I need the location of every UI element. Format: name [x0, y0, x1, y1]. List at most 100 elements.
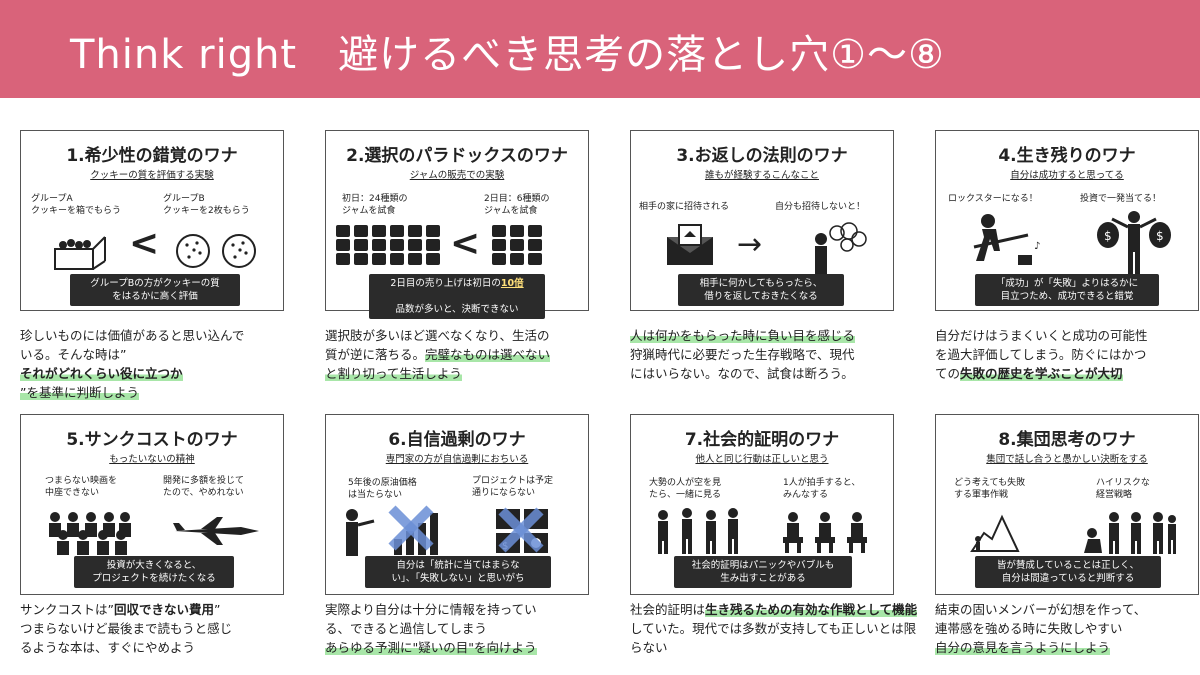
body-segment: が支持しても正しいとは限らない	[630, 621, 917, 655]
cross-mark-icon	[498, 507, 544, 553]
cookie-icon	[222, 234, 256, 268]
label-right: プロジェクトは予定 通りにならない	[472, 476, 554, 498]
body-segment: あらゆる予測に"疑いの目"を向けよう	[325, 640, 537, 655]
body-segment: ”	[214, 602, 221, 617]
body-segment: に立つか	[132, 366, 183, 381]
card-title: 2.選択のパラドックスのワナ	[346, 146, 568, 166]
card-body: 選択肢が多いほど選べなくなり、生活の質が逆に落ちる。完璧なものは選べないと割り切…	[325, 326, 615, 383]
card-caption: 投資が大きくなると、プロジェクトを続けたくなる	[74, 556, 234, 588]
body-segment: つまらないけど最後まで読もうと感じ	[20, 621, 233, 636]
label-left: グループA クッキーを箱でもらう	[31, 194, 122, 216]
card-title: 4.生き残りのワナ	[998, 146, 1136, 166]
sleeping-audience-icon	[49, 512, 131, 555]
cross-mark-icon	[388, 505, 434, 551]
jam-jars-icon	[492, 225, 542, 265]
guitarist-icon: ♪	[973, 214, 1040, 265]
label-left: ロックスターになる！	[948, 194, 1038, 204]
card-caption: 社会的証明はパニックやバブルも生み出すことがある	[674, 556, 852, 588]
label-right: グループB クッキーを2枚もらう	[163, 194, 250, 216]
label-right: 開発に多額を投じて たので、やめれない	[163, 476, 245, 498]
body-segment: 回収できない費用	[113, 602, 214, 617]
less-than-icon: <	[450, 223, 481, 264]
label-left: つまらない映画を 中座できない	[45, 476, 118, 498]
concorde-plane-icon	[173, 517, 259, 545]
page-title: Think right 避けるべき思考の落とし穴①〜⑧	[70, 32, 945, 78]
people-looking-up-icon	[658, 508, 738, 554]
card-subtitle: ジャムの販売での実験	[409, 170, 505, 181]
body-segment: 質が逆に落ちる。	[325, 347, 426, 362]
body-segment: 人は何かをもらった時に負い目を感じる	[630, 328, 856, 343]
card-caption: 相手に何かしてもらったら、借りを返しておきたくなる	[678, 274, 844, 306]
body-segment: 珍しいものには価値があると思い込んで	[20, 328, 245, 343]
card-body: 実際より自分は十分に情報を持っている、できると過信してしまうあらゆる予測に"疑い…	[325, 600, 615, 657]
body-segment: を過大評価してしまう。防ぐにはかつ	[935, 347, 1147, 362]
card-body: 人は何かをもらった時に負い目を感じる狩猟時代に必要だった生存戦略で、現代にはいら…	[630, 326, 920, 383]
card-subtitle: 誰もが経験するこんなこと	[704, 170, 819, 181]
body-segment: いる。そんな時は”	[20, 347, 127, 362]
card-caption: 2日目の売り上げは初日の10倍 品数が多いと、決断できない	[369, 274, 545, 319]
body-segment: していた。現代では多数	[630, 621, 768, 636]
card-body: 珍しいものには価値があると思い込んでいる。そんな時は” それがどれくらい役に立つか…	[20, 326, 310, 402]
body-segment: 選択肢が多いほど選べなくなり、生活の	[325, 328, 550, 343]
card-title: 3.お返しの法則のワナ	[676, 146, 848, 166]
clapping-audience-icon	[783, 512, 867, 553]
label-left: 相手の家に招待される	[639, 202, 730, 212]
body-segment: 生き残るための有効な作	[705, 602, 843, 617]
card-subtitle: 他人と同じ行動は正しいと思う	[695, 454, 829, 465]
label-right: 自分も招待しないと！	[775, 202, 866, 212]
label-right: 投資で一発当てる！	[1080, 194, 1162, 204]
card-subtitle: もったいないの精神	[109, 454, 195, 465]
cookie-box-icon	[54, 236, 106, 270]
body-segment: る、できると過信してしまう	[325, 621, 487, 636]
card-body: 結束の固いメンバーが幻想を作って、連帯感を強める時に失敗しやすい自分の意見を言う…	[935, 600, 1200, 657]
body-segment: 自分だけはうまくいくと成功の可能性	[935, 328, 1148, 343]
card-title: 6.自信過剰のワナ	[388, 430, 526, 450]
jam-jars-icon	[336, 225, 440, 265]
card-caption: 皆が賛成していることは正しく、自分は間違っていると判断する	[975, 556, 1161, 588]
label-left: 大勢の人が空を見 たら、一緒に見る	[649, 478, 722, 500]
body-segment: サンクコストは”	[20, 602, 114, 617]
card-caption: 「成功」が「失敗」よりはるかに目立つため、成功できると錯覚	[975, 274, 1159, 306]
svg-text:$: $	[1156, 229, 1164, 243]
card-subtitle: 集団で話し合うと愚かしい決断をする	[986, 454, 1148, 465]
label-right: ハイリスクな 経営戦略	[1096, 478, 1150, 500]
mountain-climber-icon	[970, 514, 1020, 552]
body-segment: 狩猟時代に必要だった生存戦略で、現代	[630, 347, 855, 362]
body-segment: 自分の意見を言うようにしよう	[935, 640, 1111, 655]
card-caption: グループBの方がクッキーの質をはるかに高く評価	[70, 274, 240, 306]
label-right: 2日目：6種類の ジャムを試食	[484, 194, 550, 216]
invitation-envelope-icon	[667, 224, 713, 265]
card-body: サンクコストは”回収できない費用” つまらないけど最後まで読もうと感じるような本は…	[20, 600, 310, 657]
body-segment: 社会的証明は	[630, 602, 706, 617]
body-segment: 戦として機能	[842, 602, 918, 617]
card-body: 自分だけはうまくいくと成功の可能性を過大評価してしまう。防ぐにはかつての失敗の歴…	[935, 326, 1200, 383]
card-title: 1.希少性の錯覚のワナ	[66, 146, 238, 166]
body-segment: 結束の固いメンバーが幻想を作って、	[935, 602, 1147, 617]
cookie-icon	[176, 234, 210, 268]
card-title: 7.社会的証明のワナ	[684, 430, 840, 450]
body-segment: ”を基準に判断しよう	[20, 385, 139, 400]
money-bags-person-icon: $ $	[1097, 211, 1171, 274]
stressed-businessmen-icon	[1084, 512, 1176, 554]
body-segment: 連帯感を強める時に失敗しやすい	[935, 621, 1123, 636]
card-title: 5.サンクコストのワナ	[66, 430, 238, 450]
body-segment: 完璧なものは選べない	[425, 347, 551, 362]
less-than-icon: <	[129, 223, 160, 264]
label-left: どう考えても失敗 する軍事作戦	[954, 478, 1026, 500]
body-segment: ての	[935, 366, 961, 381]
card-subtitle: 専門家の方が自信過剰におちいる	[385, 454, 529, 465]
header-banner: Think right 避けるべき思考の落とし穴①〜⑧	[0, 0, 1200, 98]
card-body: 社会的証明は生き残るための有効な作戦として機能していた。現代では多数が支持しても…	[630, 600, 920, 657]
label-left: 5年後の原油価格 は当たらない	[348, 478, 417, 500]
label-left: 初日：24種類の ジャムを試食	[342, 194, 408, 216]
svg-text:♪: ♪	[1034, 241, 1040, 252]
card-caption: 自分は「統計に当てはまらない」、「失敗しない」と思いがち	[365, 556, 551, 588]
body-segment: 失敗の歴史を学ぶことが大切	[960, 366, 1123, 381]
body-segment: それがどれくらい役	[20, 366, 133, 381]
card-title: 8.集団思考のワナ	[998, 430, 1136, 450]
body-segment: るような本は、すぐにやめよう	[20, 640, 196, 655]
thinking-person-icon	[815, 222, 867, 276]
body-segment: と割り切って生活しよう	[325, 366, 462, 381]
card-subtitle: 自分は成功すると思ってる	[1010, 170, 1124, 181]
label-right: 1人が拍手すると、 みんなする	[783, 478, 861, 500]
